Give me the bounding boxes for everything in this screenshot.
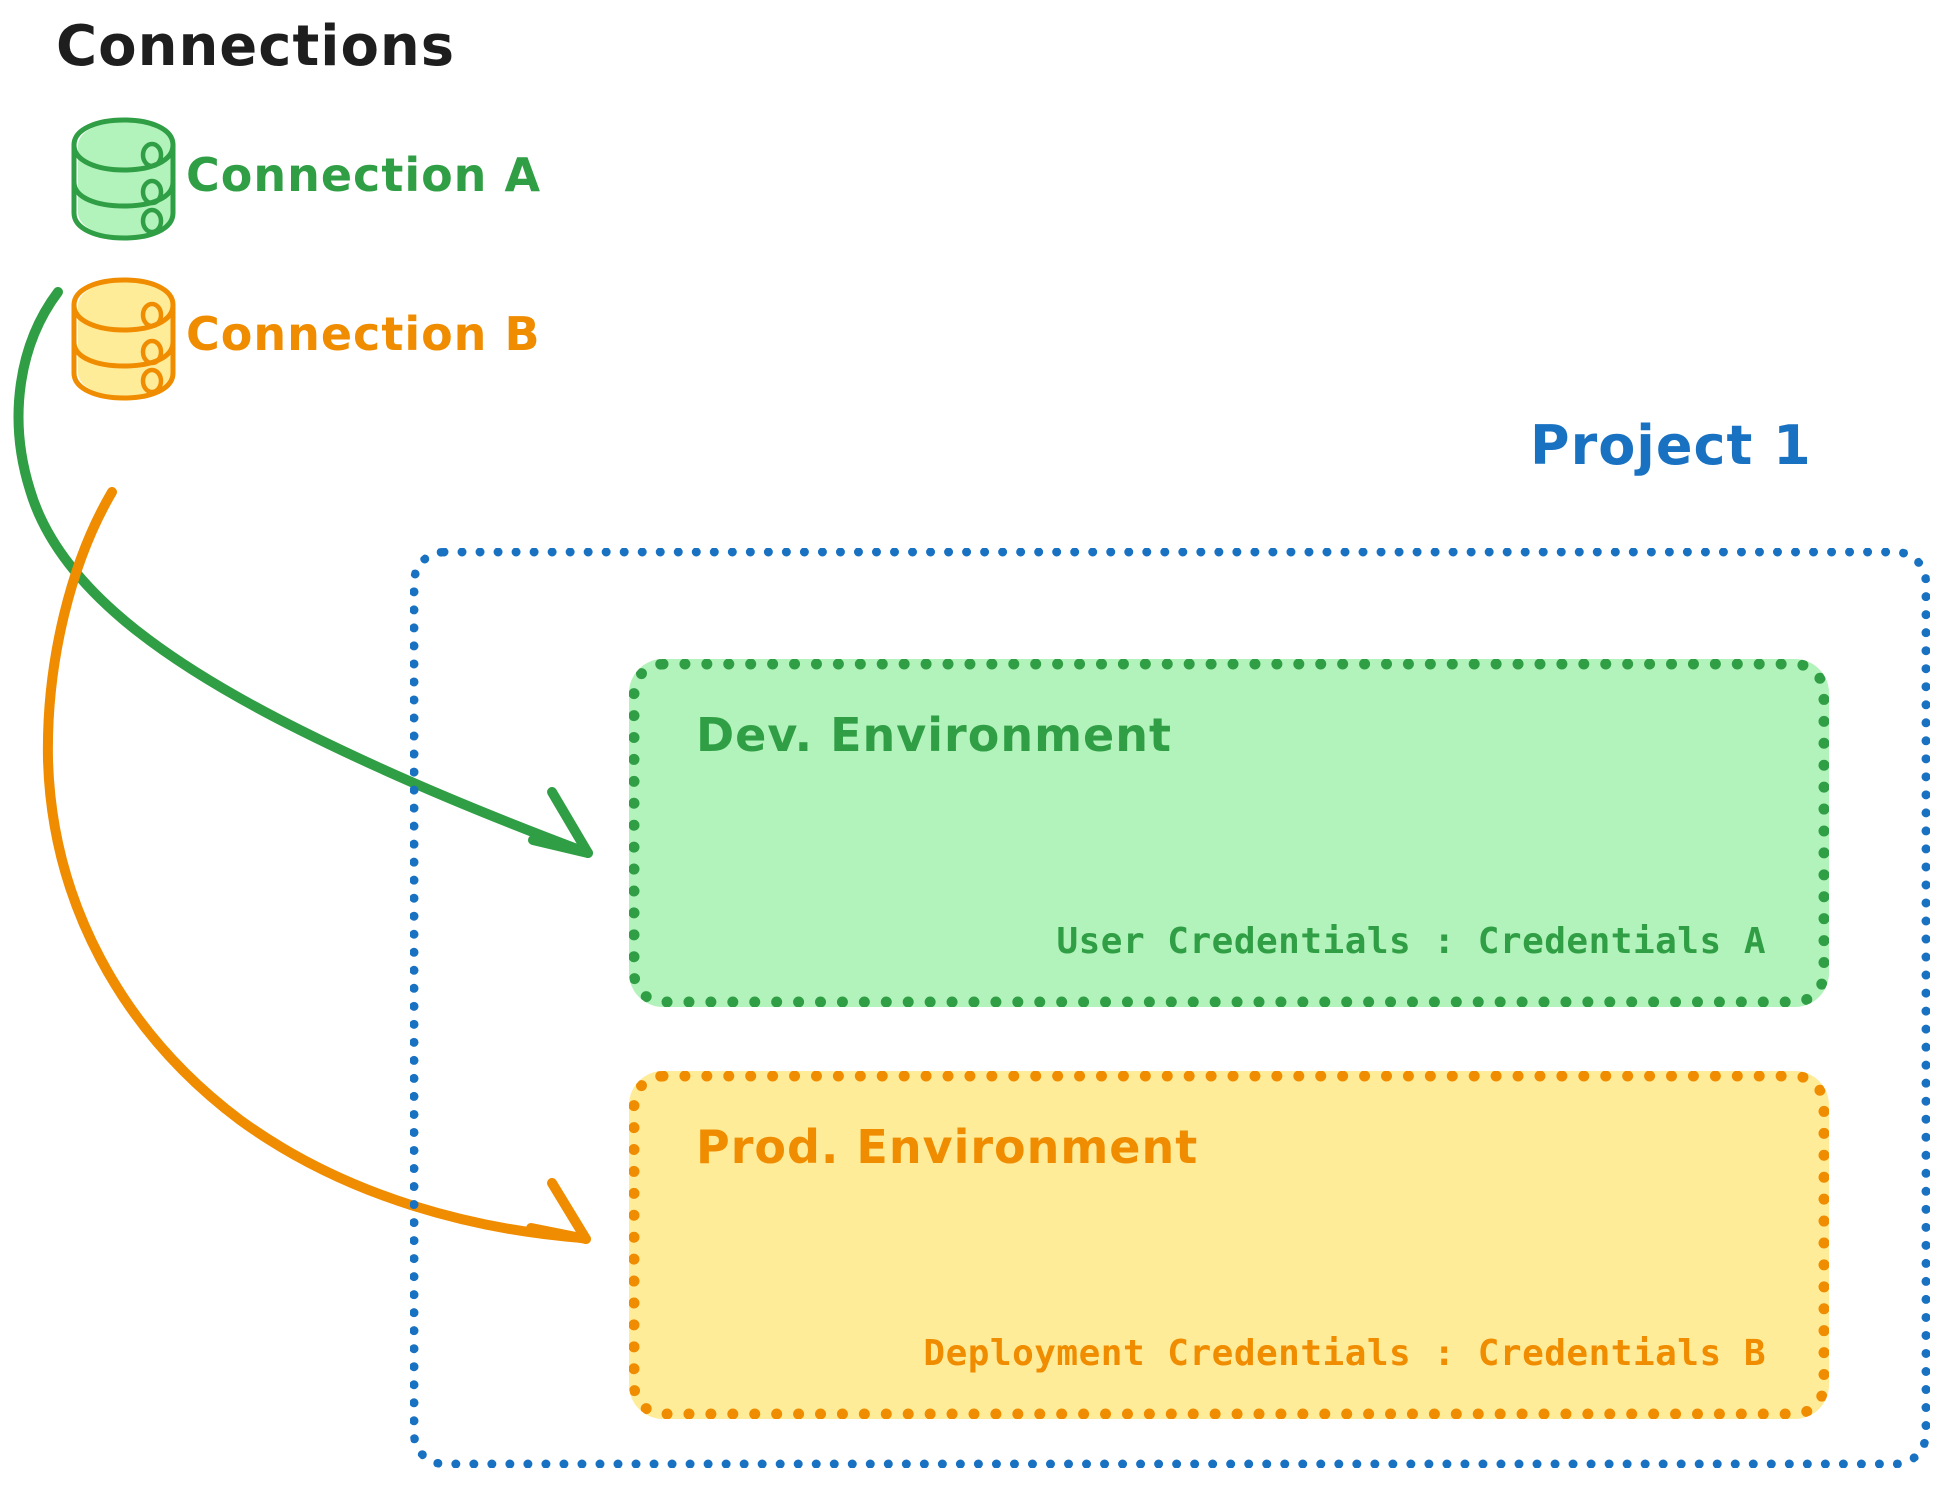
database-cylinder-icon-b xyxy=(71,277,176,401)
database-cylinder-icon-a xyxy=(71,117,176,241)
prod-environment-credentials: Deployment Credentials : Credentials B xyxy=(923,1333,1766,1374)
project-container: Dev. Environment User Credentials : Cred… xyxy=(410,548,1930,1468)
connections-heading: Connections xyxy=(56,14,456,79)
arrow-connection-a-to-dev xyxy=(13,287,593,858)
dev-environment-credentials: User Credentials : Credentials A xyxy=(1056,921,1766,962)
arrow-connection-b-to-prod xyxy=(42,487,591,1244)
connection-a-label: Connection A xyxy=(186,148,542,202)
dev-environment-title: Dev. Environment xyxy=(696,708,1172,762)
prod-environment-box: Prod. Environment Deployment Credentials… xyxy=(629,1071,1829,1419)
project-title: Project 1 xyxy=(1530,414,1812,477)
dev-environment-box: Dev. Environment User Credentials : Cred… xyxy=(629,659,1829,1007)
connection-b-label: Connection B xyxy=(186,307,541,361)
prod-environment-title: Prod. Environment xyxy=(696,1120,1199,1174)
